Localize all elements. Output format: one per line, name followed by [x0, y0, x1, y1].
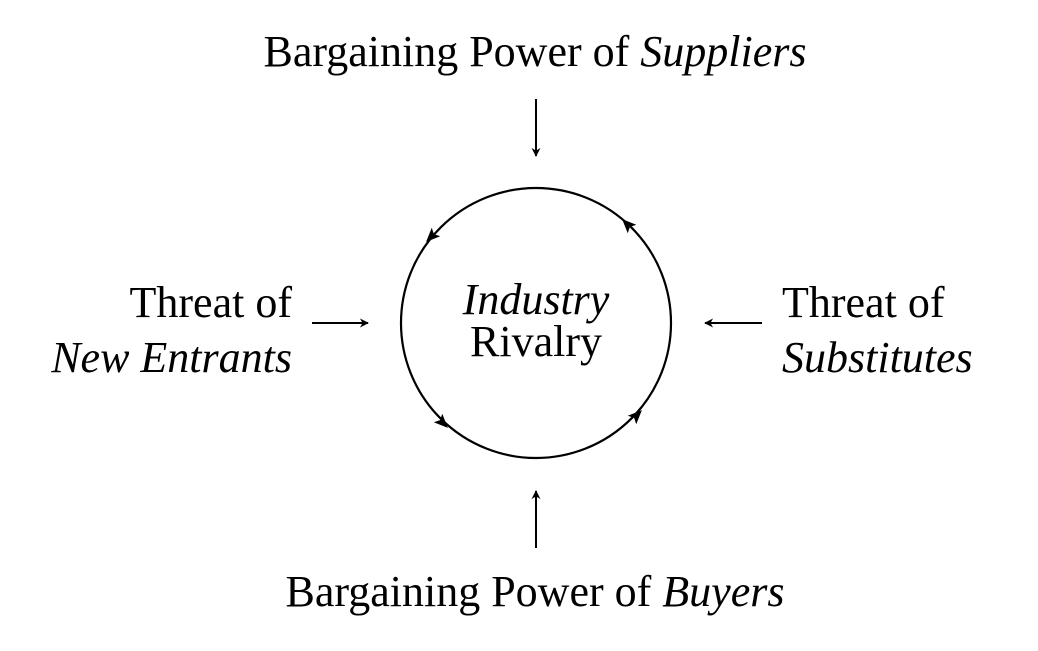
- industry-rivalry-label: Industry Rivalry: [436, 278, 636, 364]
- suppliers-emphasis: Suppliers: [640, 27, 807, 76]
- buyers-prefix: Bargaining Power of: [285, 567, 663, 616]
- substitutes-line2: Substitutes: [782, 333, 973, 382]
- substitutes-line1: Threat of: [782, 278, 945, 327]
- circle-arrowhead-lower-left: [433, 413, 448, 428]
- circle-arrowhead-upper-left: [426, 227, 441, 242]
- buyers-emphasis: Buyers: [662, 567, 785, 616]
- rivalry-circle: [399, 186, 673, 460]
- center-line1: Industry: [462, 275, 610, 324]
- suppliers-force-label: Bargaining Power of Suppliers: [0, 30, 1038, 74]
- circle-arrowhead-upper-right: [622, 219, 637, 234]
- new-entrants-line1: Threat of: [129, 278, 292, 327]
- center-line2: Rivalry: [470, 317, 602, 366]
- buyers-force-label: Bargaining Power of Buyers: [0, 570, 1038, 614]
- circle-arrowhead-lower-right: [627, 410, 642, 425]
- new-entrants-force-label: Threat of New Entrants: [20, 281, 292, 380]
- new-entrants-line2: New Entrants: [51, 333, 292, 382]
- substitutes-force-label: Threat of Substitutes: [782, 281, 1032, 380]
- suppliers-prefix: Bargaining Power of: [263, 27, 641, 76]
